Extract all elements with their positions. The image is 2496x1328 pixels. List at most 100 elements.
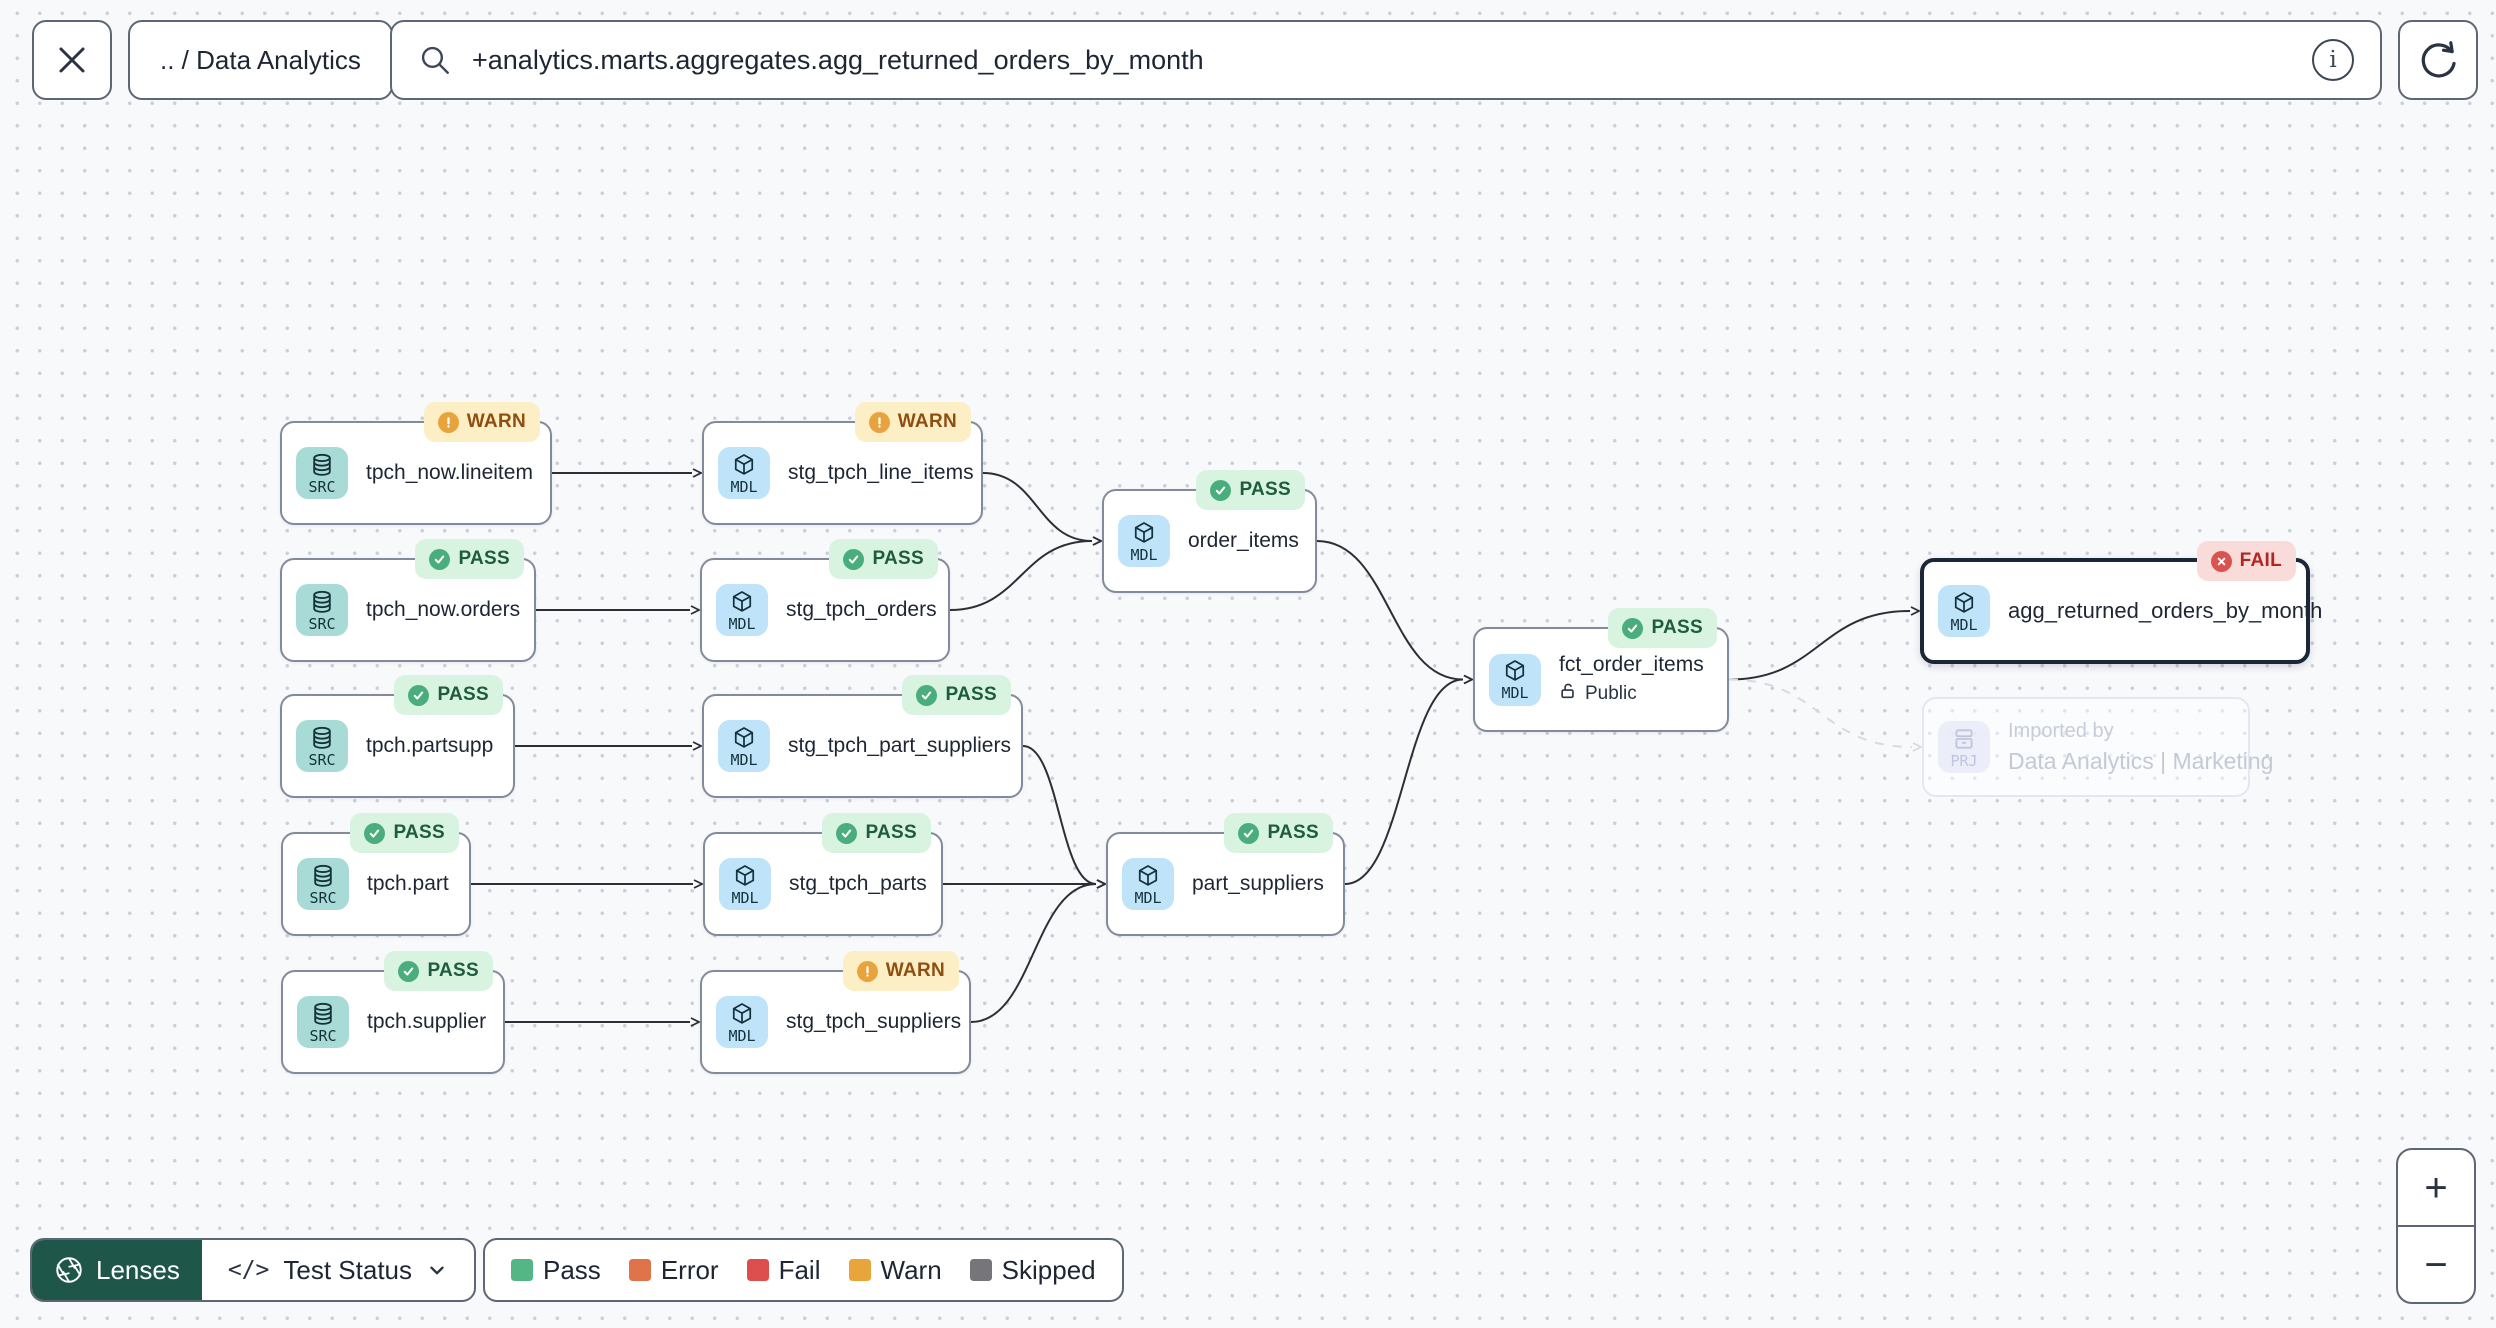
- test-status-badge: PASS: [1224, 813, 1333, 853]
- kind-label: SRC: [309, 1026, 337, 1045]
- node-stg_tpch_parts[interactable]: MDL stg_tpch_parts PASS: [703, 813, 943, 936]
- exclaim-status-icon: [437, 411, 459, 433]
- badge-label: PASS: [458, 548, 510, 569]
- search-box[interactable]: i: [390, 20, 2382, 100]
- legend-swatch: [511, 1259, 533, 1281]
- project-icon: PRJ: [1938, 721, 1990, 773]
- exclaim-status-icon: [856, 960, 878, 982]
- database-icon: SRC: [297, 996, 349, 1048]
- test-status-badge: FAIL: [2196, 541, 2296, 581]
- test-status-badge: WARN: [423, 402, 540, 442]
- test-status-badge: PASS: [902, 675, 1011, 715]
- test-status-badge: PASS: [822, 813, 931, 853]
- lenses-button[interactable]: Lenses: [32, 1240, 202, 1300]
- close-button[interactable]: [32, 20, 112, 100]
- model-cube-icon: MDL: [1122, 858, 1174, 910]
- check-status-icon: [364, 822, 386, 844]
- model-cube-icon: MDL: [719, 858, 771, 910]
- badge-label: PASS: [1267, 822, 1319, 843]
- legend-item: Fail: [746, 1254, 821, 1286]
- node-title: agg_returned_orders_by_month: [2008, 598, 2323, 623]
- model-cube-icon: MDL: [716, 996, 768, 1048]
- badge-label: PASS: [865, 822, 917, 843]
- node-title: fct_order_items: [1559, 653, 1704, 676]
- kind-label: MDL: [730, 750, 758, 769]
- zoom-in-button[interactable]: +: [2398, 1150, 2474, 1225]
- node-tpch_now_lineitem[interactable]: SRC tpch_now.lineitem WARN: [280, 402, 552, 525]
- edge-order_items-to-fct_order_items: [1316, 540, 1475, 685]
- legend-item: Pass: [511, 1255, 601, 1286]
- test-status-legend: Pass Error Fail Warn Skipped: [483, 1238, 1124, 1302]
- check-status-icon: [408, 684, 430, 706]
- badge-label: WARN: [466, 411, 526, 432]
- edge-stg_tpch_orders-to-order_items: [949, 536, 1104, 611]
- database-icon: SRC: [296, 447, 348, 499]
- check-status-icon: [429, 548, 451, 570]
- kind-label: MDL: [731, 888, 759, 907]
- badge-label: PASS: [1239, 479, 1291, 500]
- test-status-badge: PASS: [829, 539, 938, 579]
- kind-label: MDL: [1134, 888, 1162, 907]
- legend-label: Fail: [778, 1254, 821, 1285]
- check-status-icon: [916, 684, 938, 706]
- badge-label: PASS: [945, 684, 997, 705]
- test-status-badge: PASS: [394, 675, 503, 715]
- kind-label: SRC: [308, 614, 336, 633]
- exclaim-status-icon: [868, 411, 890, 433]
- legend-swatch: [848, 1259, 871, 1281]
- check-status-icon: [1622, 617, 1644, 639]
- edge-stg_tpch_part_suppliers-to-part_suppliers: [1022, 745, 1108, 889]
- node-title: stg_tpch_parts: [789, 872, 927, 895]
- legend-label: Pass: [543, 1254, 601, 1285]
- search-input[interactable]: [470, 43, 2294, 77]
- zoom-out-button[interactable]: −: [2398, 1225, 2474, 1302]
- model-cube-icon: MDL: [1118, 515, 1170, 567]
- lens-selector[interactable]: </> Test Status: [202, 1240, 474, 1300]
- kind-label: SRC: [308, 477, 336, 496]
- ghost-node-title: Data Analytics | Marketing: [2008, 747, 2274, 774]
- info-icon[interactable]: i: [2312, 39, 2354, 81]
- legend-item: Warn: [848, 1255, 942, 1286]
- refresh-button[interactable]: [2398, 20, 2478, 100]
- model-cube-icon: MDL: [718, 720, 770, 772]
- breadcrumb[interactable]: .. / Data Analytics: [128, 20, 393, 100]
- test-status-badge: WARN: [854, 402, 971, 442]
- badge-label: PASS: [437, 684, 489, 705]
- badge-label: PASS: [872, 548, 924, 569]
- legend-item: Skipped: [969, 1254, 1096, 1286]
- node-access-row: Public: [1559, 682, 1704, 706]
- legend-label: Skipped: [1001, 1254, 1096, 1285]
- legend-swatch: [746, 1259, 769, 1281]
- kind-label: MDL: [728, 1026, 756, 1045]
- search-icon: [421, 46, 449, 74]
- node-title: tpch_now.lineitem: [366, 461, 533, 484]
- breadcrumb-label: .. / Data Analytics: [160, 44, 361, 75]
- badge-label: PASS: [427, 960, 479, 981]
- test-status-badge: PASS: [384, 951, 493, 991]
- lock-open-icon: [1559, 682, 1577, 706]
- edge-stg_tpch_line_items-to-order_items: [982, 472, 1104, 546]
- lenses-label: Lenses: [96, 1254, 180, 1285]
- node-title: stg_tpch_suppliers: [786, 1010, 962, 1033]
- edge-fct_order_items-to-imported_by: [1728, 678, 1924, 752]
- legend-label: Error: [660, 1254, 719, 1285]
- legend-swatch: [969, 1259, 992, 1281]
- badge-label: WARN: [897, 411, 957, 432]
- test-status-badge: PASS: [350, 813, 459, 853]
- model-cube-icon: MDL: [718, 447, 770, 499]
